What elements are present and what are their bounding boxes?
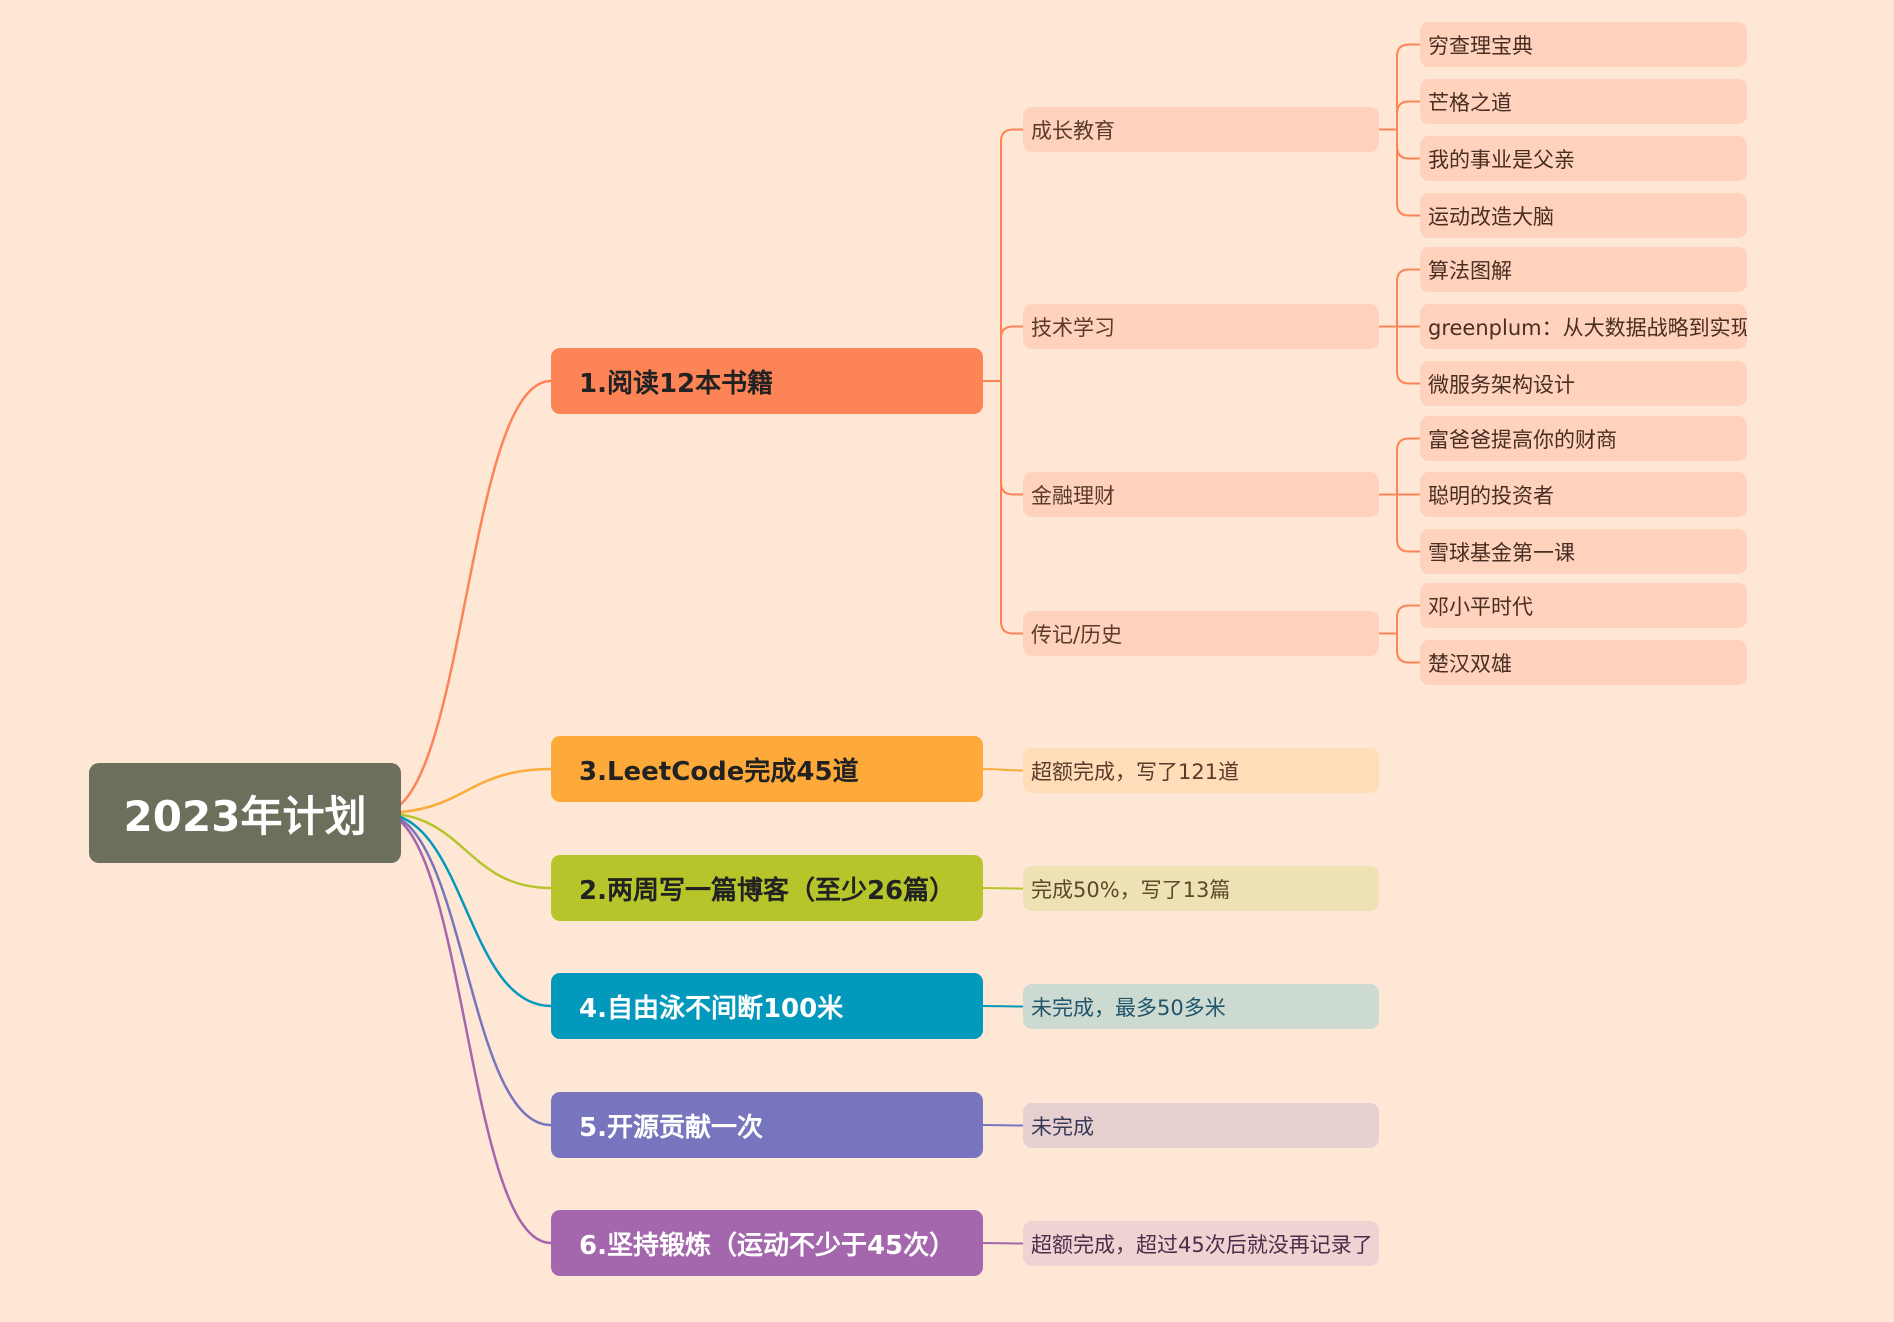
root-connector [380, 767, 552, 815]
book-connector [1379, 604, 1420, 635]
goal-exercise[interactable]: 6.坚持锻炼（运动不少于45次） [551, 1210, 983, 1276]
book-label: 芒格之道 [1428, 90, 1512, 115]
book-leaf[interactable]: 运动改造大脑 [1420, 193, 1747, 238]
category-label: 技术学习 [1031, 315, 1115, 340]
category-connector [983, 325, 1023, 382]
book-label: 聪明的投资者 [1428, 483, 1554, 508]
goal-label: 3.LeetCode完成45道 [579, 756, 859, 787]
book-leaf[interactable]: 微服务架构设计 [1420, 361, 1747, 406]
book-connector [1379, 632, 1420, 664]
result-connector [982, 1242, 1024, 1245]
goal-open-source[interactable]: 5.开源贡献一次 [551, 1092, 983, 1158]
book-label: 算法图解 [1428, 258, 1512, 283]
goal-reading[interactable]: 1.阅读12本书籍 [551, 348, 983, 414]
book-label: 楚汉双雄 [1428, 651, 1512, 676]
result-label: 超额完成，写了121道 [1031, 759, 1240, 784]
root-label: 2023年计划 [123, 791, 367, 841]
category-connector [983, 128, 1023, 382]
book-connector [1379, 493, 1420, 553]
book-connector [1379, 325, 1420, 385]
book-connector [1379, 43, 1420, 131]
book-leaf[interactable]: 我的事业是父亲 [1420, 136, 1747, 181]
result-label: 超额完成，超过45次后就没再记录了 [1031, 1232, 1373, 1257]
result-connector [982, 887, 1024, 890]
book-label: 富爸爸提高你的财商 [1428, 427, 1617, 452]
book-connector [1379, 437, 1420, 496]
book-connector [1379, 268, 1420, 328]
goal-blog[interactable]: 2.两周写一篇博客（至少26篇） [551, 855, 983, 921]
root-connector [380, 811, 552, 1245]
result-connector [982, 1005, 1024, 1008]
category-biography-history[interactable]: 传记/历史 [1023, 611, 1379, 656]
category-label: 传记/历史 [1031, 622, 1123, 647]
book-label: 雪球基金第一课 [1428, 540, 1575, 565]
book-connector [1379, 100, 1420, 131]
result-swimming[interactable]: 未完成，最多50多米 [1023, 984, 1379, 1029]
result-connector [982, 768, 1024, 772]
result-label: 完成50%，写了13篇 [1031, 877, 1231, 902]
goal-label: 2.两周写一篇博客（至少26篇） [579, 875, 956, 906]
book-connector [1379, 128, 1420, 217]
category-growth-education[interactable]: 成长教育 [1023, 107, 1379, 152]
root-connector [380, 379, 552, 815]
goal-label: 1.阅读12本书籍 [579, 368, 774, 399]
book-label: 我的事业是父亲 [1428, 147, 1575, 172]
result-leetcode[interactable]: 超额完成，写了121道 [1023, 748, 1379, 793]
book-leaf[interactable]: 邓小平时代 [1420, 583, 1747, 628]
book-leaf[interactable]: 聪明的投资者 [1420, 472, 1747, 517]
result-blog[interactable]: 完成50%，写了13篇 [1023, 866, 1379, 911]
result-open-source[interactable]: 未完成 [1023, 1103, 1379, 1148]
book-leaf[interactable]: 雪球基金第一课 [1420, 529, 1747, 574]
book-leaf[interactable]: 富爸爸提高你的财商 [1420, 416, 1747, 461]
book-leaf[interactable]: 穷查理宝典 [1420, 22, 1747, 67]
book-label: 穷查理宝典 [1428, 33, 1533, 58]
category-connector [983, 380, 1023, 496]
book-leaf[interactable]: 算法图解 [1420, 247, 1747, 292]
book-leaf[interactable]: 芒格之道 [1420, 79, 1747, 124]
root-connector [380, 811, 552, 1127]
result-connector [982, 1124, 1024, 1127]
goal-leetcode[interactable]: 3.LeetCode完成45道 [551, 736, 983, 802]
result-label: 未完成，最多50多米 [1031, 995, 1226, 1020]
result-label: 未完成 [1031, 1114, 1094, 1139]
category-connector [983, 380, 1023, 635]
root-node[interactable]: 2023年计划 [89, 763, 401, 863]
book-label: 运动改造大脑 [1428, 204, 1554, 229]
goal-label: 6.坚持锻炼（运动不少于45次） [579, 1230, 956, 1261]
goal-swimming[interactable]: 4.自由泳不间断100米 [551, 973, 983, 1039]
goal-label: 4.自由泳不间断100米 [579, 993, 844, 1024]
book-label: greenplum：从大数据战略到实现 [1428, 315, 1747, 340]
book-label: 微服务架构设计 [1428, 372, 1575, 397]
result-exercise[interactable]: 超额完成，超过45次后就没再记录了 [1023, 1221, 1379, 1266]
book-label: 邓小平时代 [1428, 594, 1533, 619]
root-connector [380, 811, 552, 1008]
goal-label: 5.开源贡献一次 [579, 1112, 763, 1143]
category-label: 成长教育 [1031, 118, 1115, 143]
category-finance[interactable]: 金融理财 [1023, 472, 1379, 517]
book-connector [1379, 128, 1420, 160]
root-connector [380, 811, 552, 890]
book-leaf[interactable]: 楚汉双雄 [1420, 640, 1747, 685]
category-tech-learning[interactable]: 技术学习 [1023, 304, 1379, 349]
category-label: 金融理财 [1031, 483, 1115, 508]
book-leaf[interactable]: greenplum：从大数据战略到实现 [1420, 304, 1747, 349]
